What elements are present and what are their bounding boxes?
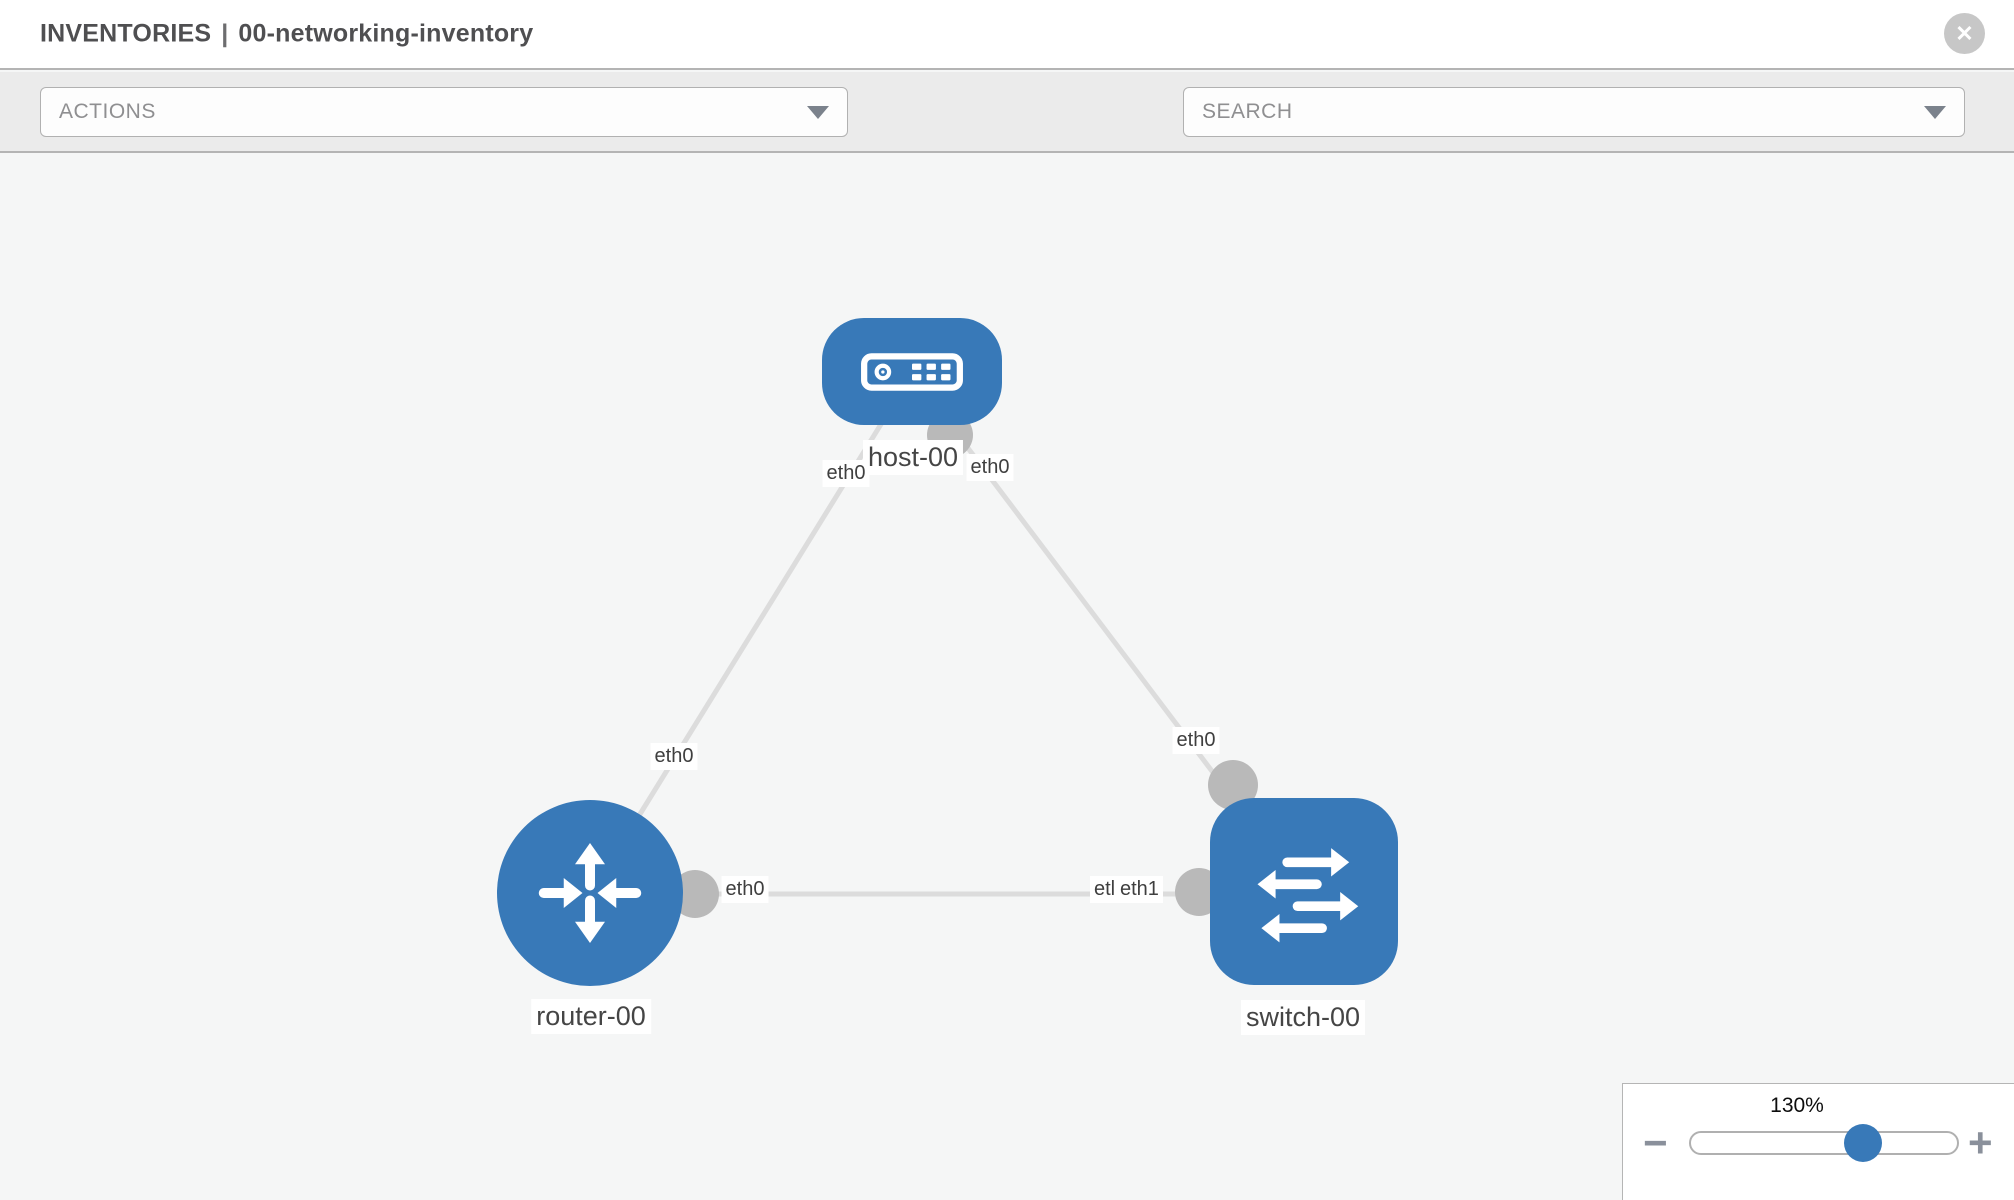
interface-label-host-eth0-left: eth0: [822, 460, 870, 487]
interface-label-host-eth0-right: eth0: [966, 454, 1014, 481]
zoom-out-button[interactable]: −: [1643, 1119, 1668, 1166]
chevron-down-icon: [807, 106, 829, 119]
zoom-slider-handle[interactable]: [1844, 1124, 1882, 1162]
node-label-host-00: host-00: [862, 440, 964, 476]
links-layer: [587, 372, 1306, 918]
search-placeholder: SEARCH: [1202, 100, 1293, 123]
page-title: INVENTORIES | 00-networking-inventory: [40, 20, 533, 49]
node-label-switch-00: switch-00: [1240, 1000, 1366, 1036]
interface-label-router-eth0: eth0: [721, 876, 769, 903]
breadcrumb-separator: |: [221, 19, 229, 48]
node-host-00[interactable]: [822, 318, 1002, 425]
titlebar: INVENTORIES | 00-networking-inventory ✕: [0, 0, 2014, 70]
topology-canvas[interactable]: host-00 router-00 switch-00 eth0 eth0 et…: [0, 155, 2014, 1200]
router-icon: [538, 843, 642, 943]
interface-dot-router: [671, 870, 719, 918]
interface-label-switch-occluded: etl: [1090, 876, 1120, 903]
node-label-router-00: router-00: [531, 999, 651, 1035]
interface-dot-switch-top: [1208, 760, 1258, 810]
interface-label-router-eth0-uplink: eth0: [650, 743, 698, 770]
server-icon: [861, 352, 963, 391]
node-router-00[interactable]: [497, 800, 683, 986]
actions-dropdown-label: ACTIONS: [59, 100, 156, 123]
node-switch-00[interactable]: [1210, 798, 1398, 985]
interface-label-switch-eth1: eth1: [1116, 876, 1163, 903]
zoom-in-button[interactable]: +: [1968, 1119, 1993, 1166]
interface-label-switch-eth0-uplink: eth0: [1172, 727, 1220, 754]
switch-icon: [1257, 847, 1359, 942]
close-icon: ✕: [1955, 20, 1974, 46]
inventory-name: 00-networking-inventory: [238, 19, 534, 48]
toolbar: ACTIONS SEARCH: [0, 72, 2014, 195]
zoom-level: 130%: [1770, 1094, 1824, 1117]
search-dropdown[interactable]: SEARCH: [1183, 87, 1965, 137]
chevron-down-icon: [1924, 106, 1946, 119]
actions-dropdown[interactable]: ACTIONS: [40, 87, 848, 137]
zoom-panel: 130% − +: [1622, 1083, 2014, 1200]
breadcrumb-section: INVENTORIES: [40, 19, 212, 48]
close-button[interactable]: ✕: [1944, 13, 1985, 54]
zoom-slider[interactable]: [1689, 1124, 1959, 1162]
